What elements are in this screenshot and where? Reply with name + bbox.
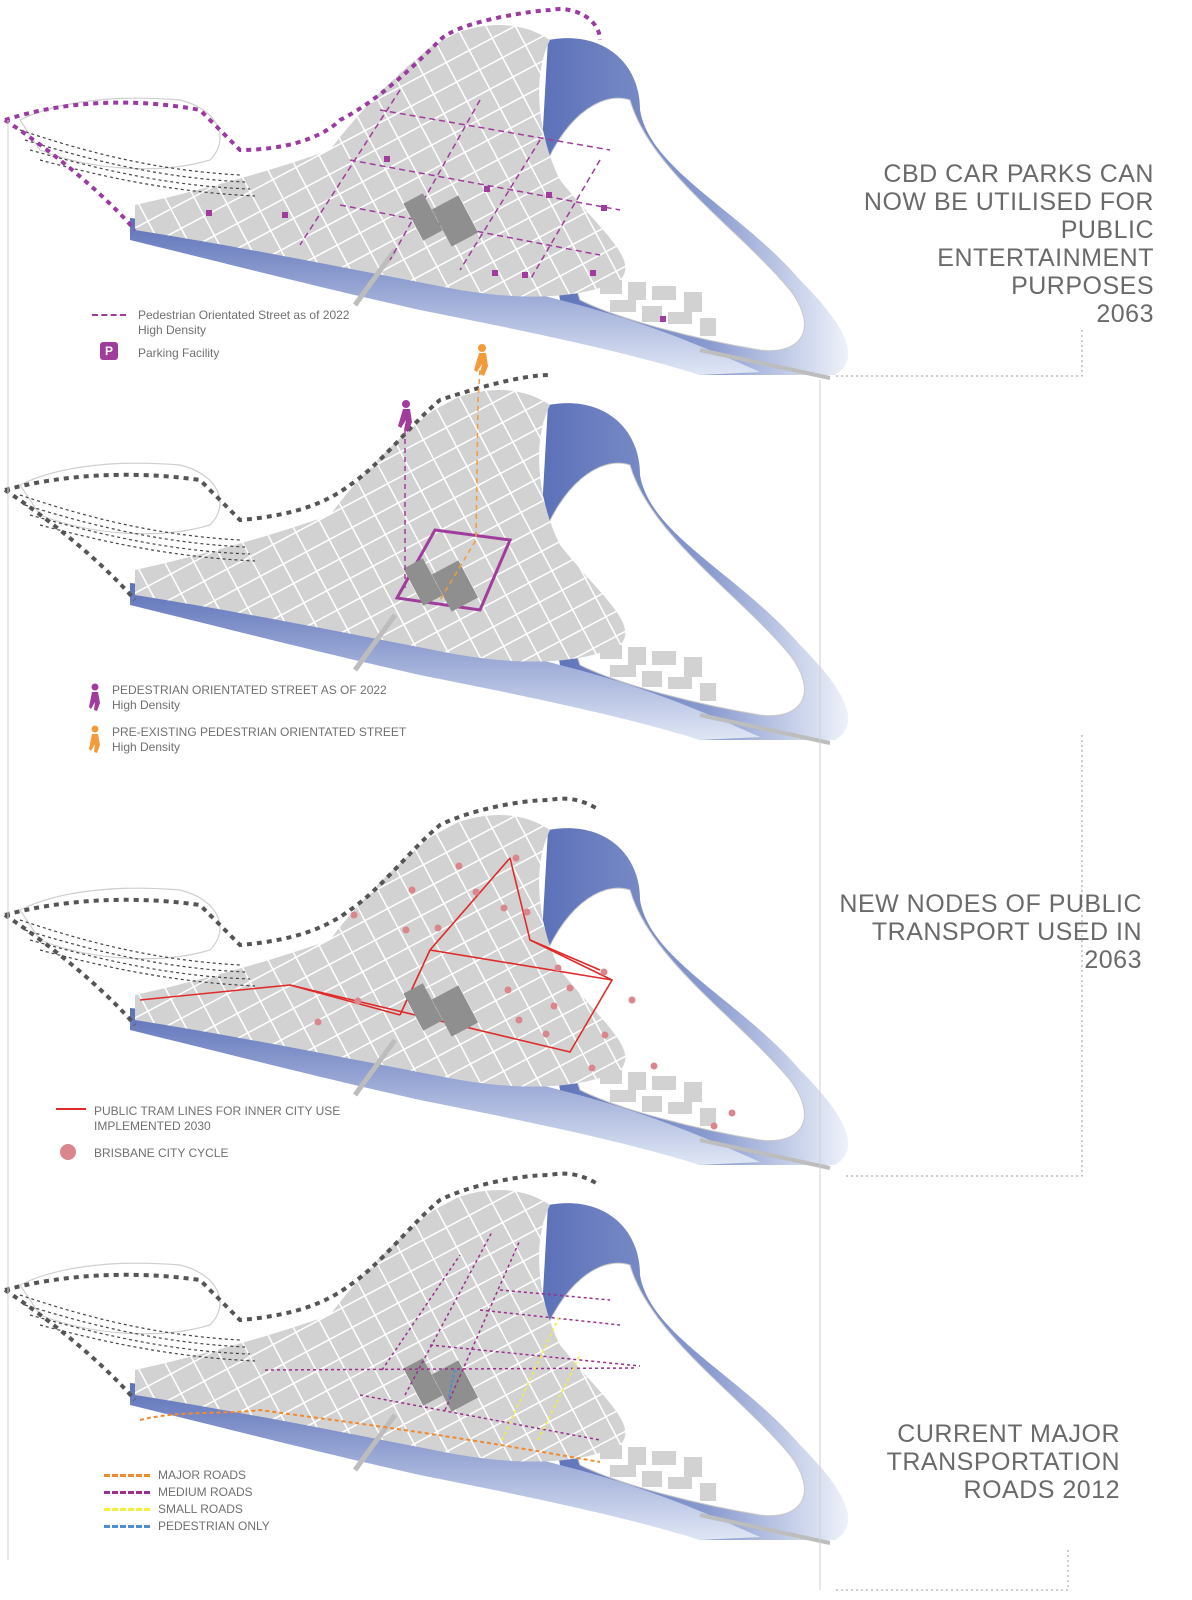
caption-line: CBD CAR PARKS CAN [883, 160, 1154, 188]
legend-public-transport: PUBLIC TRAM LINES FOR INNER CITY USE IMP… [56, 1104, 416, 1161]
legend-pedestrian: PEDESTRIAN ORIENTATED STREET AS OF 2022 … [84, 683, 444, 755]
walker-orange-icon [89, 725, 100, 753]
caption-line: 2063 [1084, 946, 1142, 974]
legend-label: MEDIUM ROADS [158, 1485, 253, 1499]
caption-line: NEW NODES OF PUBLIC [839, 890, 1142, 918]
legend-item: SMALL ROADS [104, 1501, 364, 1518]
legend-label: PUBLIC TRAM LINES FOR INNER CITY USE [94, 1104, 341, 1118]
dash-orange-swatch [104, 1474, 150, 1477]
legend-item: MAJOR ROADS [104, 1467, 364, 1484]
dash-yellow-swatch [104, 1508, 150, 1511]
legend-item: PEDESTRIAN ORIENTATED STREET AS OF 2022 … [84, 683, 444, 713]
dot-pink-swatch [60, 1144, 76, 1160]
line-red-swatch [56, 1108, 86, 1110]
caption-line: ROADS 2012 [963, 1476, 1120, 1504]
caption-line: PUBLIC [1060, 216, 1154, 244]
legend-label: PEDESTRIAN ORIENTATED STREET AS OF 2022 [112, 683, 387, 697]
legend-car-parks: Pedestrian Orientated Street as of 2022 … [92, 308, 412, 361]
legend-sublabel: IMPLEMENTED 2030 [94, 1119, 211, 1133]
map-panel-car-parks [3, 7, 848, 378]
caption-line: NOW BE UTILISED FOR [863, 188, 1154, 216]
dash-blue-swatch [104, 1525, 150, 1528]
map-panel-public-transport [3, 796, 848, 1168]
legend-label: BRISBANE CITY CYCLE [94, 1146, 229, 1160]
walker-purple-icon [398, 400, 412, 432]
legend-label: PEDESTRIAN ONLY [158, 1519, 270, 1533]
legend-item: PEDESTRIAN ONLY [104, 1518, 364, 1535]
walker-purple-icon [89, 683, 100, 711]
legend-item: PUBLIC TRAM LINES FOR INNER CITY USE IMP… [56, 1104, 416, 1134]
legend-item: P Parking Facility [92, 342, 412, 361]
legend-roads: MAJOR ROADS MEDIUM ROADS SMALL ROADS PED… [104, 1467, 364, 1535]
caption-line: TRANSPORTATION [886, 1448, 1120, 1476]
legend-sublabel: High Density [112, 740, 181, 754]
legend-item: PRE-EXISTING PEDESTRIAN ORIENTATED STREE… [84, 725, 444, 755]
legend-label: Pedestrian Orientated Street as of 2022 [138, 308, 350, 322]
dash-purple-swatch [92, 314, 126, 316]
map-panel-roads [3, 1171, 848, 1543]
legend-label: PRE-EXISTING PEDESTRIAN ORIENTATED STREE… [112, 725, 407, 739]
caption-line: TRANSPORT USED IN [871, 918, 1142, 946]
parking-icon: P [100, 342, 118, 360]
walker-orange-icon [474, 344, 488, 376]
parking-icon-label: P [104, 344, 113, 358]
caption-line: ENTERTAINMENT [937, 244, 1154, 272]
caption-line: PURPOSES [1011, 272, 1154, 300]
caption-line: CURRENT MAJOR [897, 1420, 1120, 1448]
legend-sublabel: High Density [112, 698, 181, 712]
legend-item: Pedestrian Orientated Street as of 2022 … [92, 308, 412, 338]
legend-sublabel: High Density [138, 323, 207, 337]
caption-roads: CURRENT MAJOR TRANSPORTATION ROADS 2012 [887, 1420, 1120, 1504]
legend-label: MAJOR ROADS [158, 1468, 247, 1482]
legend-label: Parking Facility [138, 346, 220, 360]
legend-item: BRISBANE CITY CYCLE [56, 1144, 416, 1161]
legend-label: SMALL ROADS [158, 1502, 243, 1516]
legend-item: MEDIUM ROADS [104, 1484, 364, 1501]
dash-purple-swatch [104, 1491, 150, 1494]
caption-line: 2063 [1096, 300, 1154, 328]
caption-car-parks: CBD CAR PARKS CAN NOW BE UTILISED FOR PU… [864, 160, 1154, 328]
caption-public-transport: NEW NODES OF PUBLIC TRANSPORT USED IN 20… [839, 890, 1142, 974]
map-panel-pedestrian [3, 344, 848, 743]
